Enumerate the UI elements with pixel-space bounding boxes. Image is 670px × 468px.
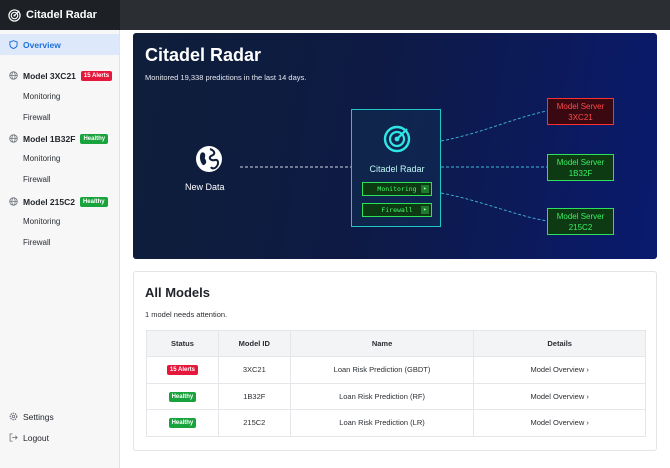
table-header-row: Status Model ID Name Details xyxy=(146,330,646,357)
status-badge: Healthy xyxy=(79,196,108,207)
sidebar-item-logout[interactable]: Logout xyxy=(0,427,119,448)
status-badge: Healthy xyxy=(80,133,109,144)
sidebar: Overview Model 3XC21 15 Alerts Monitorin… xyxy=(0,30,120,468)
sidebar-item-label: Settings xyxy=(23,411,54,422)
sidebar-item-model-3xc21[interactable]: Model 3XC21 15 Alerts xyxy=(0,65,119,86)
status-cell: Healthy xyxy=(146,409,219,437)
column-header-model-id: Model ID xyxy=(217,330,291,357)
monitoring-button[interactable]: Monitoring ▸ xyxy=(362,182,432,196)
radar-logo-icon xyxy=(8,8,21,22)
status-badge: Healthy xyxy=(168,418,197,429)
radar-icon xyxy=(383,125,411,153)
model-server-label: Model Server xyxy=(556,102,605,111)
sidebar-item-monitoring[interactable]: Monitoring xyxy=(23,92,61,101)
globe-icon xyxy=(9,134,18,143)
radar-hub-label: Citadel Radar xyxy=(369,164,425,174)
status-badge: 15 Alerts xyxy=(80,70,113,81)
status-badge: 15 Alerts xyxy=(166,365,198,376)
globe-icon xyxy=(9,71,18,80)
sidebar-item-label: Logout xyxy=(23,432,49,443)
column-header-name: Name xyxy=(289,330,475,357)
logout-icon xyxy=(9,433,18,442)
model-id-cell: 1B32F xyxy=(217,382,291,410)
column-header-details: Details xyxy=(473,330,646,357)
sidebar-item-model-1b32f[interactable]: Model 1B32F Healthy xyxy=(0,128,119,149)
shield-icon xyxy=(9,40,18,49)
hero-banner: Citadel Radar Monitored 19,338 predictio… xyxy=(133,33,657,259)
section-title: All Models xyxy=(145,285,211,300)
sidebar-item-monitoring[interactable]: Monitoring xyxy=(23,154,61,163)
chevron-right-icon: › xyxy=(586,391,589,401)
sidebar-item-firewall[interactable]: Firewall xyxy=(23,113,51,122)
page-title: Citadel Radar xyxy=(145,45,262,65)
globe-icon xyxy=(196,146,222,172)
model-name-cell: Loan Risk Prediction (LR) xyxy=(289,409,475,437)
sidebar-item-overview[interactable]: Overview xyxy=(0,34,119,55)
prediction-summary: Monitored 19,338 predictions in the last… xyxy=(145,73,307,82)
globe-icon xyxy=(9,197,18,206)
status-cell: Healthy xyxy=(146,382,219,410)
brand[interactable]: Citadel Radar xyxy=(0,0,120,30)
column-header-status: Status xyxy=(146,330,219,357)
model-server-id: 215C2 xyxy=(568,223,593,232)
sidebar-item-label: Model 1B32F xyxy=(23,133,76,144)
link-label: Model Overview xyxy=(530,418,585,428)
status-cell: 15 Alerts xyxy=(146,356,219,384)
flow-diagram-lines xyxy=(240,110,548,222)
sidebar-item-label: Model 3XC21 xyxy=(23,70,76,81)
model-server-1b32f[interactable]: Model Server 1B32F xyxy=(547,154,614,181)
new-data-label: New Data xyxy=(185,182,225,192)
sidebar-item-firewall[interactable]: Firewall xyxy=(23,238,51,247)
sidebar-item-label: Overview xyxy=(23,39,61,50)
model-name-cell: Loan Risk Prediction (GBDT) xyxy=(289,356,475,384)
model-overview-link[interactable]: Model Overview › xyxy=(473,382,646,410)
table-row: Healthy 215C2 Loan Risk Prediction (LR) … xyxy=(146,409,646,437)
all-models-card: All Models 1 model needs attention. Stat… xyxy=(133,271,657,451)
firewall-button[interactable]: Firewall ▸ xyxy=(362,203,432,217)
model-server-3xc21[interactable]: Model Server 3XC21 xyxy=(547,98,614,125)
chevron-right-icon: › xyxy=(586,418,589,428)
model-server-215c2[interactable]: Model Server 215C2 xyxy=(547,208,614,235)
model-id-cell: 3XC21 xyxy=(217,356,291,384)
table-row: 15 Alerts 3XC21 Loan Risk Prediction (GB… xyxy=(146,356,646,384)
chevron-right-icon: › xyxy=(586,365,589,375)
status-badge: Healthy xyxy=(168,391,197,402)
model-overview-link[interactable]: Model Overview › xyxy=(473,356,646,384)
models-table: Status Model ID Name Details 15 Alerts 3… xyxy=(146,330,646,437)
model-name-cell: Loan Risk Prediction (RF) xyxy=(289,382,475,410)
model-overview-link[interactable]: Model Overview › xyxy=(473,409,646,437)
link-label: Model Overview xyxy=(530,365,585,375)
model-server-id: 3XC21 xyxy=(568,113,593,122)
firewall-label: Firewall xyxy=(381,206,413,214)
sidebar-item-settings[interactable]: Settings xyxy=(0,406,119,427)
sidebar-item-model-215c2[interactable]: Model 215C2 Healthy xyxy=(0,191,119,212)
gear-icon xyxy=(9,412,18,421)
chevron-right-icon: ▸ xyxy=(421,185,429,193)
sidebar-item-firewall[interactable]: Firewall xyxy=(23,175,51,184)
chevron-right-icon: ▸ xyxy=(421,206,429,214)
model-server-label: Model Server xyxy=(556,212,605,221)
monitoring-label: Monitoring xyxy=(377,185,417,193)
model-server-id: 1B32F xyxy=(568,169,593,178)
model-server-label: Model Server xyxy=(556,158,605,167)
model-id-cell: 215C2 xyxy=(217,409,291,437)
sidebar-item-monitoring[interactable]: Monitoring xyxy=(23,217,61,226)
top-bar: Citadel Radar xyxy=(0,0,670,30)
sidebar-item-label: Model 215C2 xyxy=(23,196,75,207)
app-name: Citadel Radar xyxy=(26,9,97,21)
link-label: Model Overview xyxy=(530,391,585,401)
attention-summary: 1 model needs attention. xyxy=(145,310,228,319)
table-row: Healthy 1B32F Loan Risk Prediction (RF) … xyxy=(146,382,646,410)
radar-hub: Citadel Radar Monitoring ▸ Firewall ▸ xyxy=(351,109,441,227)
